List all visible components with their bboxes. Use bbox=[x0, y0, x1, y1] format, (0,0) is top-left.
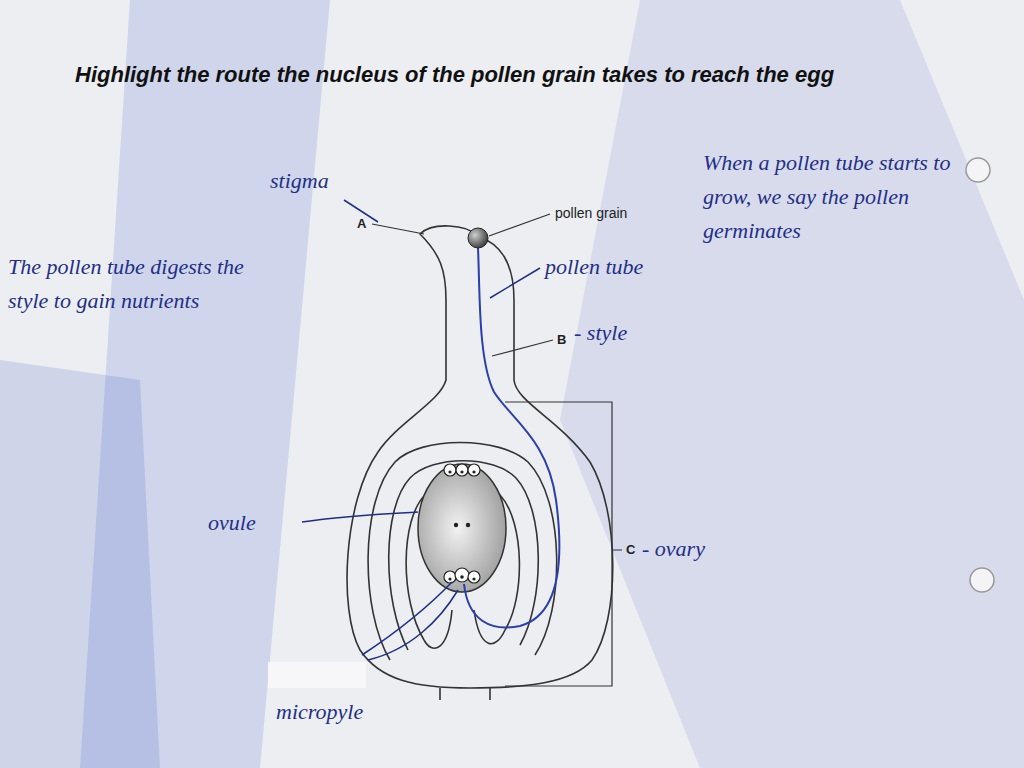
ovary-bracket bbox=[505, 402, 622, 686]
synergid-cell bbox=[444, 571, 456, 583]
pollen-grain-symbol bbox=[468, 228, 488, 248]
leader-line bbox=[368, 590, 458, 660]
carpel-outline bbox=[347, 226, 613, 688]
integument bbox=[389, 461, 539, 650]
part-label: stigma bbox=[270, 164, 329, 198]
part-label: pollen tube bbox=[545, 250, 643, 284]
callout-letter: A bbox=[357, 216, 366, 231]
shadow bbox=[0, 360, 160, 768]
ovule-body bbox=[418, 464, 506, 592]
part-label: ovule bbox=[208, 506, 256, 540]
leader-line bbox=[302, 512, 418, 522]
pollen-tube-route bbox=[464, 248, 559, 627]
micropyle-edge bbox=[424, 610, 452, 648]
worksheet-title: Highlight the route the nucleus of the p… bbox=[75, 56, 875, 94]
callout-letter: B bbox=[557, 332, 566, 347]
punch-hole bbox=[970, 568, 994, 592]
callout-letter: C bbox=[626, 542, 635, 557]
part-label: - ovary bbox=[642, 532, 705, 566]
shadow bbox=[560, 0, 1024, 768]
redaction-patch bbox=[268, 662, 366, 688]
punch-hole bbox=[966, 158, 990, 182]
antipodal-cell bbox=[444, 464, 456, 476]
part-label: - style bbox=[574, 316, 627, 350]
egg-cell bbox=[455, 568, 469, 582]
leader-line bbox=[490, 268, 540, 298]
part-label: micropyle bbox=[276, 695, 363, 729]
note-text: When a pollen tube starts to grow, we sa… bbox=[703, 146, 1003, 248]
note-text: The pollen tube digests the style to gai… bbox=[8, 250, 253, 318]
antipodal-cell bbox=[456, 464, 468, 476]
leader-line bbox=[489, 214, 550, 236]
leader-line bbox=[372, 224, 424, 234]
polar-nucleus bbox=[454, 523, 458, 527]
leader-line bbox=[492, 340, 553, 356]
stalk bbox=[440, 688, 490, 700]
antipodal-cell bbox=[468, 464, 480, 476]
polar-nucleus bbox=[466, 523, 470, 527]
synergid-cell bbox=[468, 571, 480, 583]
part-label: pollen grain bbox=[555, 205, 627, 221]
ovary-wall bbox=[368, 443, 557, 661]
